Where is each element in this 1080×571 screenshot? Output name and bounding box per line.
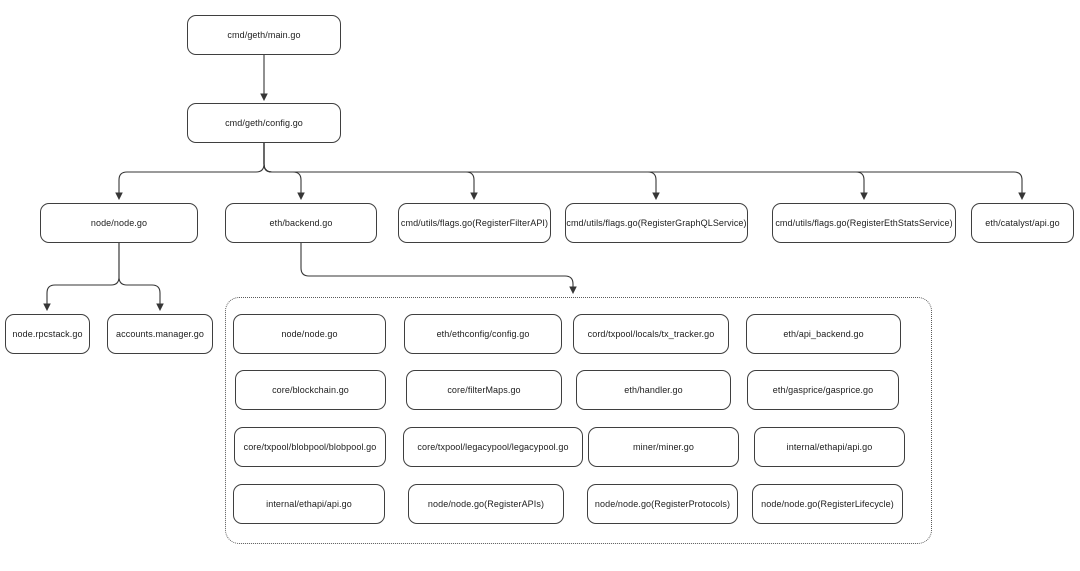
group-node-r2c4: eth/gasprice/gasprice.go bbox=[747, 370, 899, 410]
edge-config-to-ethstats bbox=[263, 143, 868, 201]
node-cmd-geth-config-go: cmd/geth/config.go bbox=[187, 103, 341, 143]
edge-config-to-filterapi bbox=[263, 143, 478, 201]
edge-config-to-catalyst bbox=[263, 143, 1026, 201]
edge-config-to-node bbox=[115, 143, 265, 201]
group-node-r4c3: node/node.go(RegisterProtocols) bbox=[587, 484, 738, 524]
edge-config-to-graphql bbox=[263, 143, 660, 201]
group-node-r1c3: cord/txpool/locals/tx_tracker.go bbox=[573, 314, 729, 354]
edge-node-to-rpcstack bbox=[43, 243, 120, 312]
group-node-r3c2: core/txpool/legacypool/legacypool.go bbox=[403, 427, 583, 467]
backend-dependencies-group bbox=[225, 297, 932, 544]
node-cmd-geth-main-go: cmd/geth/main.go bbox=[187, 15, 341, 55]
edge-backend-to-group bbox=[300, 243, 577, 295]
node-node-node-go: node/node.go bbox=[40, 203, 198, 243]
group-node-r4c2: node/node.go(RegisterAPIs) bbox=[408, 484, 564, 524]
group-node-r3c3: miner/miner.go bbox=[588, 427, 739, 467]
group-node-r3c1: core/txpool/blobpool/blobpool.go bbox=[234, 427, 386, 467]
group-node-r1c4: eth/api_backend.go bbox=[746, 314, 901, 354]
edge-node-to-accounts bbox=[118, 243, 164, 312]
group-node-r1c2: eth/ethconfig/config.go bbox=[404, 314, 562, 354]
group-node-r3c4: internal/ethapi/api.go bbox=[754, 427, 905, 467]
group-node-r4c1: internal/ethapi/api.go bbox=[233, 484, 385, 524]
group-node-r1c1: node/node.go bbox=[233, 314, 386, 354]
group-node-r2c2: core/filterMaps.go bbox=[406, 370, 562, 410]
node-eth-catalyst-api-go: eth/catalyst/api.go bbox=[971, 203, 1074, 243]
node-accounts-manager-go: accounts.manager.go bbox=[107, 314, 213, 354]
group-node-r2c1: core/blockchain.go bbox=[235, 370, 386, 410]
node-eth-backend-go: eth/backend.go bbox=[225, 203, 377, 243]
group-node-r4c4: node/node.go(RegisterLifecycle) bbox=[752, 484, 903, 524]
node-flags-register-ethstats-service: cmd/utils/flags.go(RegisterEthStatsServi… bbox=[772, 203, 956, 243]
node-rpcstack-go: node.rpcstack.go bbox=[5, 314, 90, 354]
node-flags-register-filter-api: cmd/utils/flags.go(RegisterFilterAPI) bbox=[398, 203, 551, 243]
node-flags-register-graphql-service: cmd/utils/flags.go(RegisterGraphQLServic… bbox=[565, 203, 748, 243]
group-node-r2c3: eth/handler.go bbox=[576, 370, 731, 410]
edge-config-to-backend bbox=[263, 143, 305, 201]
